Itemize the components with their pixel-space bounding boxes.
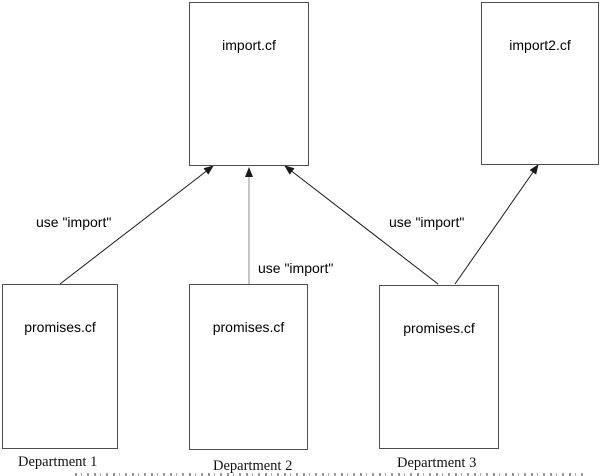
- edge-label-dept3: use "import": [389, 214, 465, 230]
- node-promises-cf-dept1-label: promises.cf: [24, 319, 96, 335]
- cutoff-text-strip: [75, 473, 585, 476]
- caption-department-3: Department 3: [397, 455, 477, 471]
- caption-department-2: Department 2: [213, 458, 293, 474]
- node-import2-cf: import2.cf: [481, 2, 599, 165]
- edge-promises-dept3-to-import2: [454, 164, 539, 285]
- node-import2-cf-label: import2.cf: [509, 37, 571, 53]
- node-promises-cf-dept2: promises.cf: [189, 284, 308, 450]
- node-import-cf-label: import.cf: [222, 37, 276, 53]
- caption-department-1: Department 1: [18, 454, 98, 470]
- edge-label-dept1: use "import": [36, 214, 112, 230]
- node-promises-cf-dept1: promises.cf: [2, 284, 118, 449]
- node-promises-cf-dept2-label: promises.cf: [212, 319, 285, 335]
- node-promises-cf-dept3: promises.cf: [379, 285, 499, 449]
- node-promises-cf-dept3-label: promises.cf: [403, 320, 475, 336]
- edge-label-dept2: use "import": [258, 260, 334, 276]
- node-import-cf: import.cf: [189, 2, 309, 166]
